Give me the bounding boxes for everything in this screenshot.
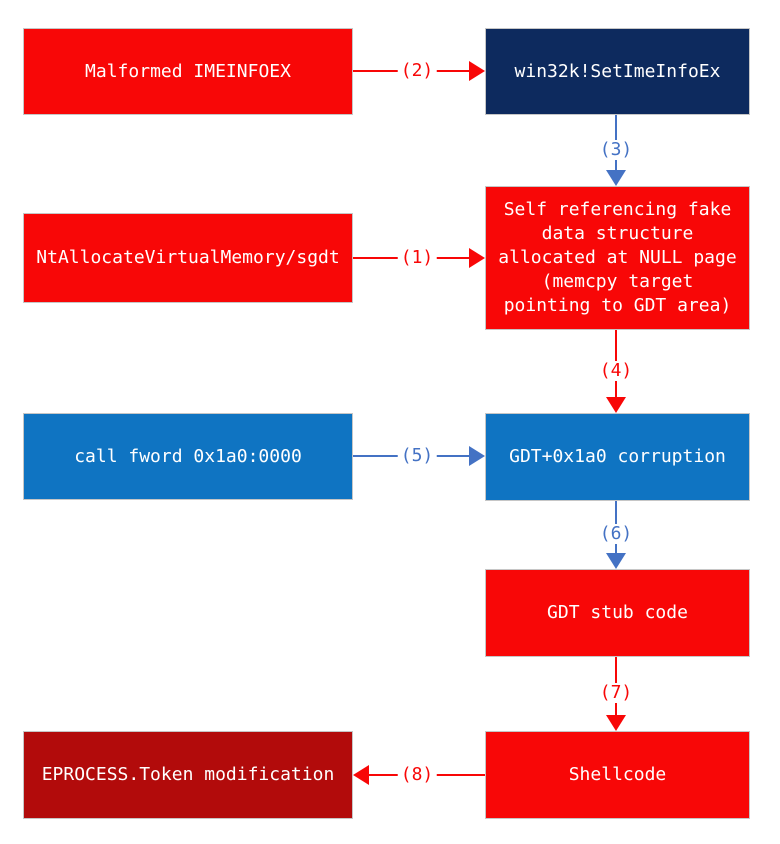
arrow-6-label: (6)	[596, 524, 636, 544]
node-shellcode: Shellcode	[485, 731, 750, 819]
arrow-6-head-icon	[606, 553, 626, 569]
arrow-5-head-icon	[469, 446, 485, 466]
node-malformed-imeinfoex: Malformed IMEINFOEX	[23, 28, 353, 115]
arrow-4-head-icon	[606, 397, 626, 413]
arrow-8-label: (8)	[397, 765, 437, 785]
arrow-7-head-icon	[606, 715, 626, 731]
arrow-2-label: (2)	[397, 61, 437, 81]
arrow-5-label: (5)	[397, 446, 437, 466]
arrow-3-label: (3)	[596, 140, 636, 160]
arrow-1-label: (1)	[397, 248, 437, 268]
node-call-fword: call fword 0x1a0:0000	[23, 413, 353, 500]
node-win32k-setimeinfoex: win32k!SetImeInfoEx	[485, 28, 750, 115]
node-gdt-corruption: GDT+0x1a0 corruption	[485, 413, 750, 501]
arrow-8-head-icon	[353, 765, 369, 785]
node-fake-structure: Self referencing fake data structure all…	[485, 186, 750, 330]
arrow-7-label: (7)	[596, 683, 636, 703]
node-ntallocatevirtualmemory-sgdt: NtAllocateVirtualMemory/sgdt	[23, 213, 353, 303]
arrow-3-head-icon	[606, 170, 626, 186]
node-eprocess-token-modification: EPROCESS.Token modification	[23, 731, 353, 819]
arrow-2-head-icon	[469, 61, 485, 81]
arrow-1-head-icon	[469, 248, 485, 268]
node-gdt-stub-code: GDT stub code	[485, 569, 750, 657]
arrow-4-label: (4)	[596, 361, 636, 381]
